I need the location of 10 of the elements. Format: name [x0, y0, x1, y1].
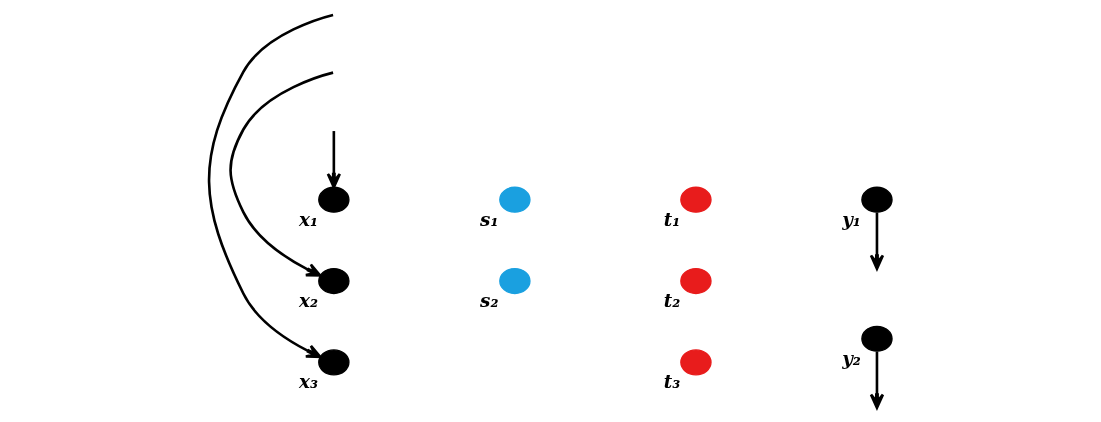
node-label: y₁: [842, 208, 861, 230]
node-label: s₁: [480, 208, 499, 230]
node-label: t₃: [663, 370, 681, 392]
node-label: x₂: [299, 289, 319, 311]
node-label: x₁: [299, 208, 319, 230]
node-label: t₁: [663, 208, 681, 230]
node-label: t₂: [663, 289, 681, 311]
node-label: y₂: [842, 347, 861, 369]
node-label: x₃: [299, 370, 319, 392]
node-label: s₂: [480, 289, 499, 311]
